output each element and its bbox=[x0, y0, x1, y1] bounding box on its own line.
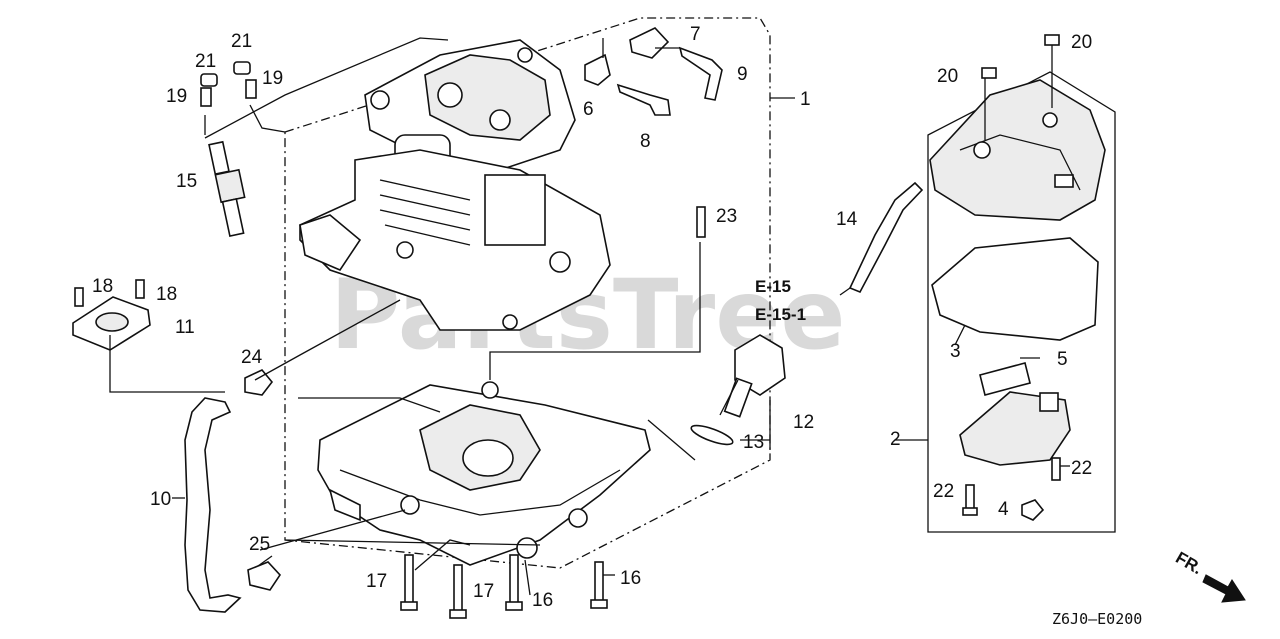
nut-21a bbox=[200, 73, 218, 87]
callout-2: 2 bbox=[890, 429, 901, 450]
callout-21b: 21 bbox=[231, 31, 252, 52]
o-ring-13 bbox=[690, 424, 734, 446]
sensor-12 bbox=[719, 334, 786, 418]
bolt-18b bbox=[135, 279, 145, 299]
arm-9 bbox=[678, 46, 723, 101]
callout-20b: 20 bbox=[1071, 32, 1092, 53]
hose-10 bbox=[184, 397, 242, 613]
ref-e15: E-15 bbox=[755, 277, 791, 296]
callout-8: 8 bbox=[640, 131, 651, 152]
callout-13: 13 bbox=[743, 432, 764, 453]
callout-12: 12 bbox=[793, 412, 814, 433]
callout-22a: 22 bbox=[933, 481, 954, 502]
seal-5 bbox=[979, 362, 1031, 396]
callout-17a: 17 bbox=[366, 571, 387, 592]
gasket-3 bbox=[931, 237, 1099, 341]
nut-4 bbox=[1021, 499, 1045, 521]
callout-5: 5 bbox=[1057, 349, 1068, 370]
bolt-20b bbox=[1044, 34, 1060, 46]
callout-15: 15 bbox=[176, 171, 197, 192]
callout-1: 1 bbox=[800, 89, 811, 110]
bolt-17b bbox=[453, 564, 463, 614]
bolt-17a bbox=[404, 554, 414, 606]
callout-16b: 16 bbox=[620, 568, 641, 589]
callout-9: 9 bbox=[737, 64, 748, 85]
breather-hose-14 bbox=[848, 181, 924, 294]
bracket-6 bbox=[584, 53, 611, 86]
callout-6: 6 bbox=[583, 99, 594, 120]
front-arrow-icon: FR. bbox=[1172, 548, 1246, 603]
stud-19a bbox=[200, 87, 212, 107]
assembly-frame-1 bbox=[284, 17, 771, 569]
bolt-22a bbox=[965, 484, 975, 511]
callout-24: 24 bbox=[241, 347, 263, 368]
crankcase bbox=[317, 381, 651, 566]
bolt-22b bbox=[1051, 457, 1061, 481]
cover-base bbox=[959, 391, 1071, 466]
callout-19b: 19 bbox=[262, 68, 283, 89]
callout-20a: 20 bbox=[937, 66, 958, 87]
callout-3: 3 bbox=[950, 341, 961, 362]
callout-14: 14 bbox=[836, 209, 858, 230]
pin-8 bbox=[616, 83, 671, 116]
spark-plug-15 bbox=[208, 140, 246, 238]
bolt-16a bbox=[509, 554, 519, 606]
callout-21a: 21 bbox=[195, 51, 216, 72]
front-marker-label: FR. bbox=[1172, 548, 1205, 578]
callout-22b: 22 bbox=[1071, 458, 1092, 479]
cylinder-head bbox=[364, 39, 576, 171]
callout-16a: 16 bbox=[532, 590, 553, 611]
diagram-code: Z6J0—E0200 bbox=[1052, 610, 1142, 628]
callout-18b: 18 bbox=[156, 284, 177, 305]
nut-21b bbox=[233, 61, 251, 75]
callout-10: 10 bbox=[150, 489, 171, 510]
callout-25: 25 bbox=[249, 534, 270, 555]
callout-18a: 18 bbox=[92, 276, 113, 297]
stud-19b bbox=[245, 79, 257, 99]
callout-7: 7 bbox=[690, 24, 701, 45]
clamp-25 bbox=[247, 561, 282, 591]
bolt-18a bbox=[74, 287, 84, 307]
callout-19a: 19 bbox=[166, 86, 187, 107]
ref-e15-1: E-15-1 bbox=[755, 305, 806, 324]
cylinder-block bbox=[299, 149, 611, 331]
bolt-16b bbox=[594, 561, 604, 605]
bolt-20a bbox=[981, 67, 997, 79]
callout-17b: 17 bbox=[473, 581, 494, 602]
cylinder-cover bbox=[929, 79, 1106, 221]
clamp-24 bbox=[244, 369, 274, 396]
dowel-23 bbox=[696, 206, 706, 238]
clip-7 bbox=[629, 27, 670, 59]
callout-11: 11 bbox=[175, 317, 195, 338]
callout-23: 23 bbox=[716, 206, 737, 227]
callout-4: 4 bbox=[998, 499, 1009, 520]
